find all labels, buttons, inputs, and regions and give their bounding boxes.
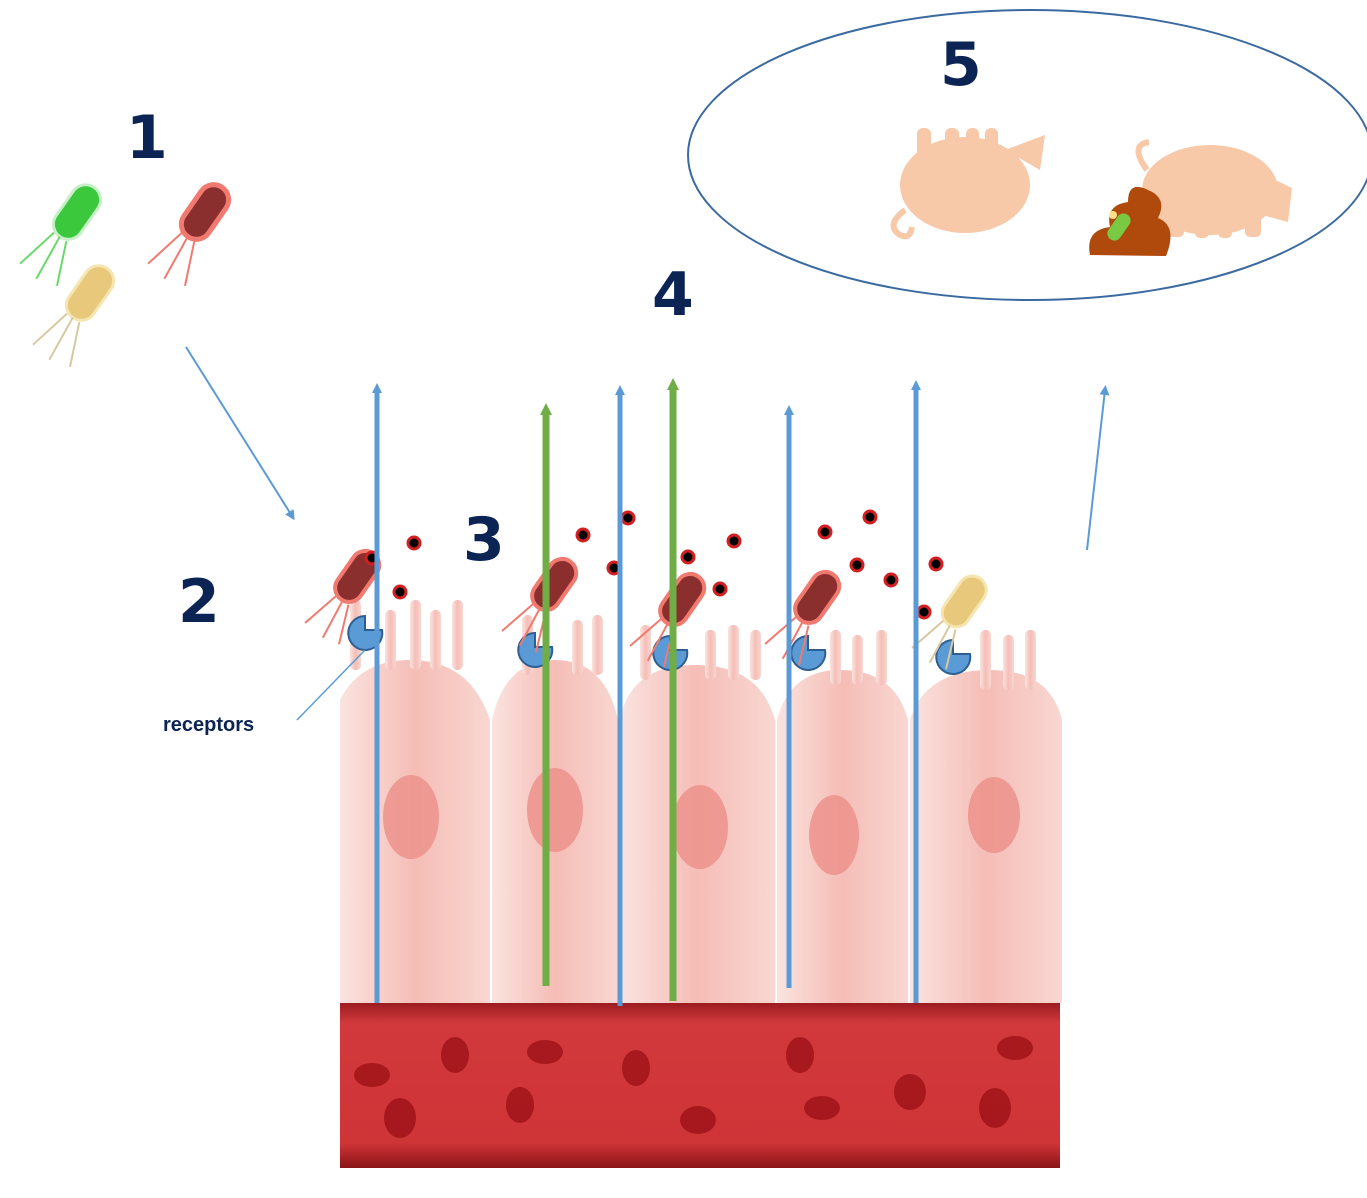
receptor xyxy=(936,640,970,674)
epithelial-cell xyxy=(910,630,1062,1003)
feces-icon xyxy=(1089,187,1170,256)
epithelial-cell xyxy=(340,600,490,1003)
sick-pig-icon xyxy=(894,128,1045,236)
toxin-particles xyxy=(366,511,942,618)
step-number-1: 1 xyxy=(126,103,168,173)
step-number-4: 4 xyxy=(652,260,694,330)
exit-arrow xyxy=(1087,390,1105,550)
step-number-5: 5 xyxy=(940,30,982,100)
bacterium-yellow xyxy=(31,259,128,372)
epithelial-cell xyxy=(620,625,775,1003)
receptor xyxy=(791,636,825,670)
epithelial-cell xyxy=(777,630,908,1003)
free-bacteria xyxy=(18,178,243,372)
blood-vessel xyxy=(340,1003,1060,1168)
step-number-3: 3 xyxy=(463,505,505,575)
step-number-2: 2 xyxy=(178,567,220,637)
entry-arrow xyxy=(186,347,292,516)
receptors-label: receptors xyxy=(163,714,254,736)
epithelial-cell xyxy=(492,615,618,1003)
bacterium-red xyxy=(146,178,243,291)
attached-bacteria xyxy=(304,544,1000,672)
